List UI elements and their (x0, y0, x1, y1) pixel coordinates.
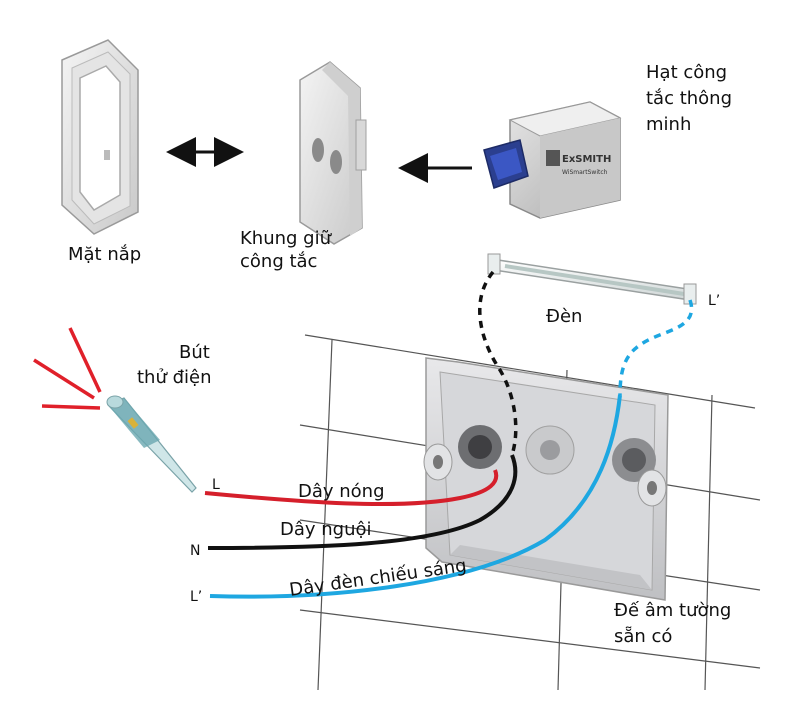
smart-switch-module: ExSMITH WiSmartSwitch (483, 101, 622, 219)
label-wall-box-line2: sẵn có (614, 626, 673, 647)
voltage-tester (106, 395, 197, 493)
label-module-line3: minh (646, 114, 692, 135)
hot-wire (204, 469, 499, 507)
tester-glow-rays (33, 327, 102, 410)
tube-lamp (487, 253, 697, 305)
face-plate (61, 39, 139, 235)
label-n: N (190, 543, 201, 559)
module-brand: ExSMITH (562, 154, 611, 165)
lamp-neutral-wire-dashed (478, 270, 518, 456)
label-l-prime-left: L’ (190, 589, 203, 605)
label-neutral-wire: Dây nguội (280, 519, 372, 540)
label-module-line1: Hạt công (646, 62, 728, 83)
module-model: WiSmartSwitch (562, 169, 608, 176)
label-hot-wire: Dây nóng (298, 481, 385, 502)
lamp-light-wire-dashed (618, 299, 694, 396)
label-face-plate: Mặt nắp (68, 244, 142, 265)
label-l-prime-top: L’ (708, 293, 721, 309)
label-switch-frame-line1: Khung giữ (240, 228, 332, 249)
neutral-wire (207, 454, 518, 550)
label-tester-line2: thử điện (137, 367, 212, 388)
switch-frame (299, 61, 367, 245)
label-wall-box-line1: Đế âm tường (614, 600, 732, 621)
light-wire (209, 394, 622, 599)
label-lamp: Đèn (546, 306, 583, 327)
label-l: L (212, 477, 220, 493)
label-switch-frame-line2: công tắc (240, 251, 318, 272)
wall-box (423, 357, 669, 601)
label-tester-line1: Bút (179, 342, 210, 363)
label-module-line2: tắc thông (646, 88, 733, 109)
